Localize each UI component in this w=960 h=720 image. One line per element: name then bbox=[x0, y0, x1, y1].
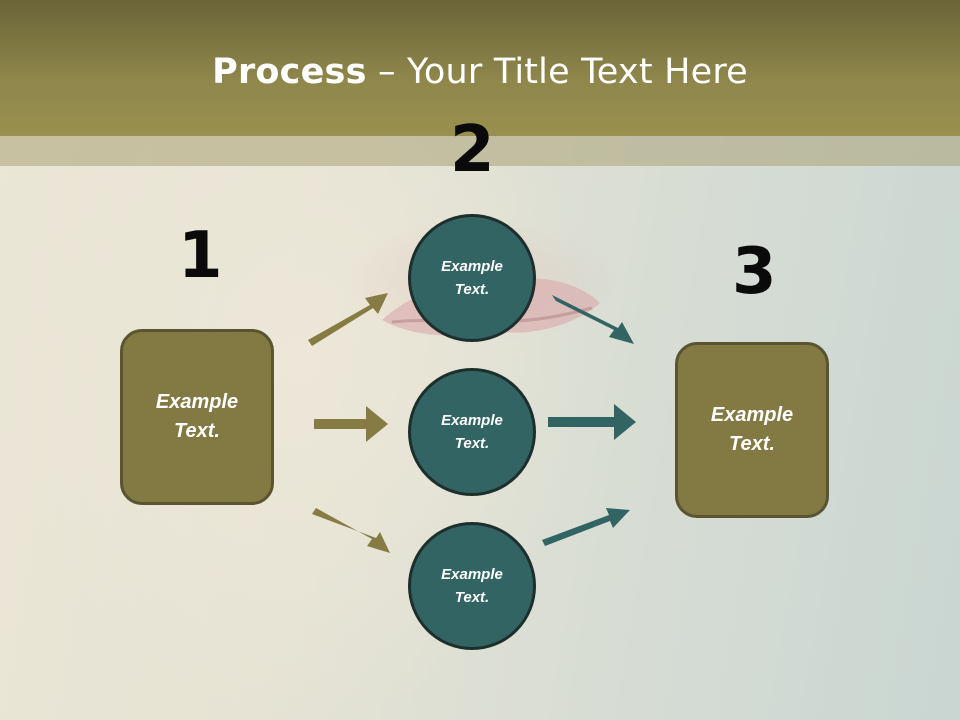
step-2-middle-label: Example Text. bbox=[441, 412, 503, 452]
step-3-label: Example Text. bbox=[710, 404, 794, 455]
arrow-2-to-3-top bbox=[552, 295, 634, 344]
step-number-2: 2 bbox=[450, 113, 495, 187]
step-2-circle-middle: Example Text. bbox=[408, 368, 536, 496]
slide-title: Process – Your Title Text Here bbox=[0, 52, 960, 92]
step-2-circle-bottom: Example Text. bbox=[408, 522, 536, 650]
arrow-1-to-2-top bbox=[308, 293, 388, 346]
step-2-top-label: Example Text. bbox=[441, 258, 503, 298]
arrow-2-to-3-middle bbox=[548, 404, 636, 440]
title-rest: – Your Title Text Here bbox=[366, 52, 748, 92]
step-1-box: Example Text. bbox=[120, 329, 274, 505]
title-banner-underband bbox=[0, 136, 960, 166]
step-2-circle-top: Example Text. bbox=[408, 214, 536, 342]
step-1-label: Example Text. bbox=[155, 391, 239, 442]
arrow-2-to-3-bottom bbox=[542, 508, 630, 546]
step-number-3: 3 bbox=[732, 235, 777, 309]
arrow-1-to-2-middle bbox=[314, 406, 388, 442]
title-bold: Process bbox=[212, 52, 367, 92]
step-3-box: Example Text. bbox=[675, 342, 829, 518]
title-banner bbox=[0, 0, 960, 136]
step-2-bottom-label: Example Text. bbox=[441, 566, 503, 606]
step-number-1: 1 bbox=[178, 219, 223, 293]
arrow-1-to-2-bottom bbox=[312, 508, 390, 553]
